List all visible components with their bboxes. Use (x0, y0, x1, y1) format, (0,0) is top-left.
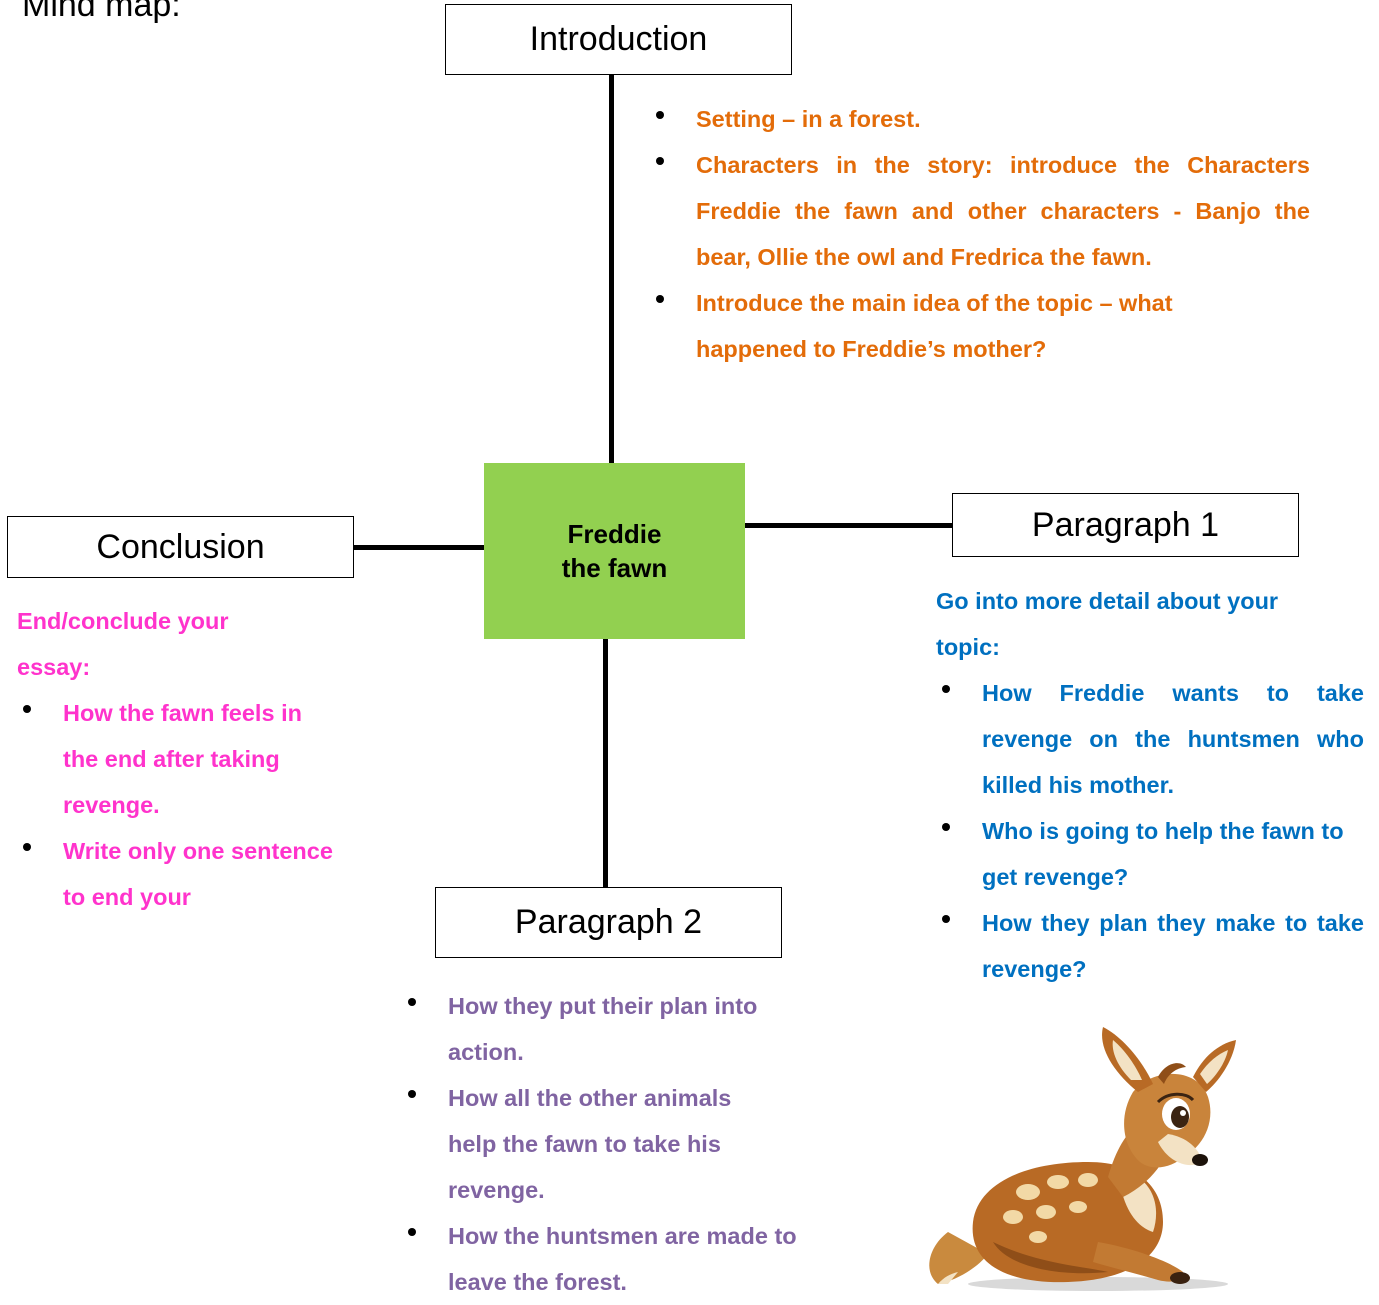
conclusion-box: Conclusion (7, 516, 354, 578)
paragraph1-intro: Go into more detail about your topic: (936, 588, 1279, 660)
introduction-bullet: Setting – in a forest. (650, 96, 1310, 142)
conclusion-bullet: How the fawn feels in the end after taki… (17, 690, 342, 828)
central-topic-line2: the fawn (561, 553, 668, 583)
central-topic: Freddie the fawn (484, 463, 745, 639)
paragraph1-box: Paragraph 1 (952, 493, 1299, 557)
paragraph1-bullet: How they plan they make to take revenge? (936, 900, 1364, 992)
conclusion-bullet: Write only one sentence to end your (17, 828, 342, 920)
central-topic-line1: Freddie (567, 519, 662, 549)
introduction-bullet: Introduce the main idea of the topic – w… (650, 280, 1310, 372)
connector-introduction (609, 72, 614, 464)
introduction-bullet: Characters in the story: introduce the C… (650, 142, 1310, 280)
connector-conclusion (354, 545, 486, 550)
introduction-notes: Setting – in a forest. Characters in the… (650, 96, 1310, 372)
paragraph1-bullet: How Freddie wants to take revenge on the… (936, 670, 1364, 808)
page-title: Mind map: (22, 0, 181, 24)
paragraph1-notes: Go into more detail about your topic: Ho… (936, 578, 1364, 992)
conclusion-label: Conclusion (96, 527, 265, 566)
paragraph2-bullet: How all the other animals help the fawn … (402, 1075, 822, 1213)
conclusion-notes: End/conclude your essay: How the fawn fe… (17, 598, 342, 953)
connector-paragraph1 (744, 523, 954, 528)
paragraph2-label: Paragraph 2 (514, 903, 703, 941)
introduction-label: Introduction (529, 20, 708, 58)
paragraph2-box: Paragraph 2 (435, 887, 782, 958)
paragraph2-bullet: How they put their plan into action. (402, 983, 822, 1075)
fawn-illustration (929, 1027, 1236, 1291)
paragraph1-bullet: Who is going to help the fawn to get rev… (936, 808, 1364, 900)
paragraph1-label: Paragraph 1 (1031, 505, 1220, 544)
conclusion-intro: End/conclude your essay: (17, 608, 229, 680)
paragraph2-notes: How they put their plan into action. How… (402, 983, 822, 1305)
paragraph2-bullet: How the huntsmen are made to leave the f… (402, 1213, 822, 1305)
introduction-box: Introduction (445, 4, 792, 75)
connector-paragraph2 (603, 638, 608, 888)
